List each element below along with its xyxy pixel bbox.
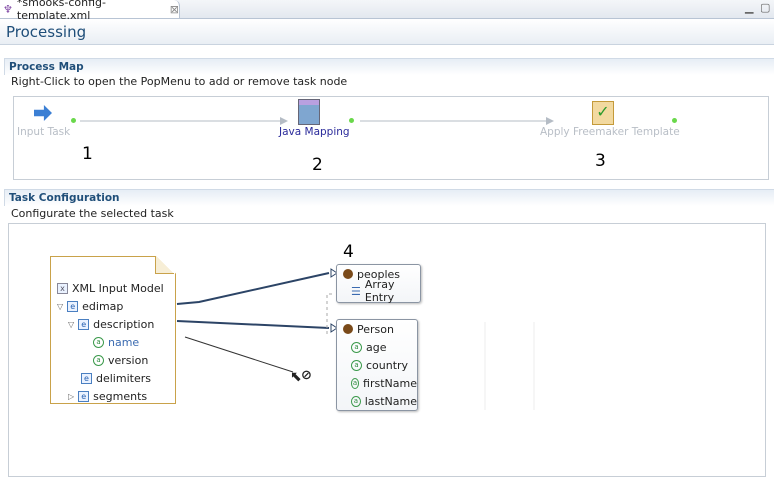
tab-title: *smooks-config-template.xml	[16, 0, 106, 22]
mapping-line	[176, 320, 330, 329]
task-input[interactable]: Input Task	[17, 126, 71, 138]
maximize-icon[interactable]: ▢	[760, 1, 771, 14]
minimize-icon[interactable]: ▁	[745, 1, 754, 14]
attribute-icon: a	[93, 354, 104, 366]
field-icon: a	[351, 395, 361, 407]
arrow-head	[546, 117, 554, 125]
collapse-icon[interactable]: ▷	[68, 391, 75, 401]
process-map-hint: Right-Click to open the PopMenu to add o…	[11, 75, 348, 88]
dashed-link	[326, 293, 335, 334]
annotation-2: 2	[312, 155, 323, 175]
annotation-3: 3	[595, 151, 606, 171]
task-java-mapping[interactable]: Java Mapping	[279, 126, 350, 138]
connection-anchor[interactable]	[349, 118, 354, 123]
element-icon: e	[67, 300, 79, 312]
list-icon: ☰	[351, 284, 361, 298]
expand-icon[interactable]: ▽	[57, 301, 64, 311]
arrow-head	[280, 117, 288, 125]
smooks-file-icon: ♆	[3, 2, 13, 16]
no-drop-icon: ⊘	[301, 368, 312, 383]
peoples-bean[interactable]: peoples ☰Array Entry	[336, 264, 421, 304]
editor-tab[interactable]: ♆ *smooks-config-template.xml ⊠	[0, 0, 180, 22]
process-map-canvas: Input Task 1 Java Mapping 2 ✓ Apply Free…	[13, 96, 769, 180]
task-config-header: Task Configuration	[4, 189, 774, 206]
expand-icon[interactable]: ▽	[68, 319, 75, 329]
element-icon: e	[78, 318, 90, 330]
field-icon: a	[351, 359, 362, 371]
task-config-hint: Configurate the selected task	[11, 207, 174, 220]
drag-line	[184, 336, 294, 373]
mapping-line	[176, 272, 330, 305]
freemaker-template-icon[interactable]: ✓	[592, 101, 614, 125]
bean-icon	[343, 324, 353, 334]
annotation-1: 1	[82, 144, 93, 164]
drag-cursor-icon: ⬉	[290, 369, 302, 385]
java-mapping-icon[interactable]	[298, 99, 320, 125]
field-icon: a	[351, 377, 360, 389]
task-apply-freemaker[interactable]: Apply Freemaker Template	[540, 126, 680, 138]
annotation-4: 4	[343, 242, 354, 262]
connection-anchor[interactable]	[71, 118, 76, 123]
element-icon: e	[78, 390, 90, 402]
attribute-icon: a	[93, 336, 104, 348]
connection-anchor[interactable]	[672, 118, 677, 123]
bean-icon	[343, 269, 353, 279]
xml-file-icon: x	[57, 282, 68, 294]
page-fold	[155, 256, 174, 274]
editor-tab-bar: ♆ *smooks-config-template.xml ⊠ ▁ ▢	[0, 0, 774, 22]
page-title: Processing	[0, 19, 774, 45]
element-icon: e	[81, 372, 92, 384]
process-map-header: Process Map	[4, 58, 774, 75]
close-tab-icon[interactable]: ⊠	[169, 2, 179, 16]
field-icon: a	[351, 341, 362, 353]
